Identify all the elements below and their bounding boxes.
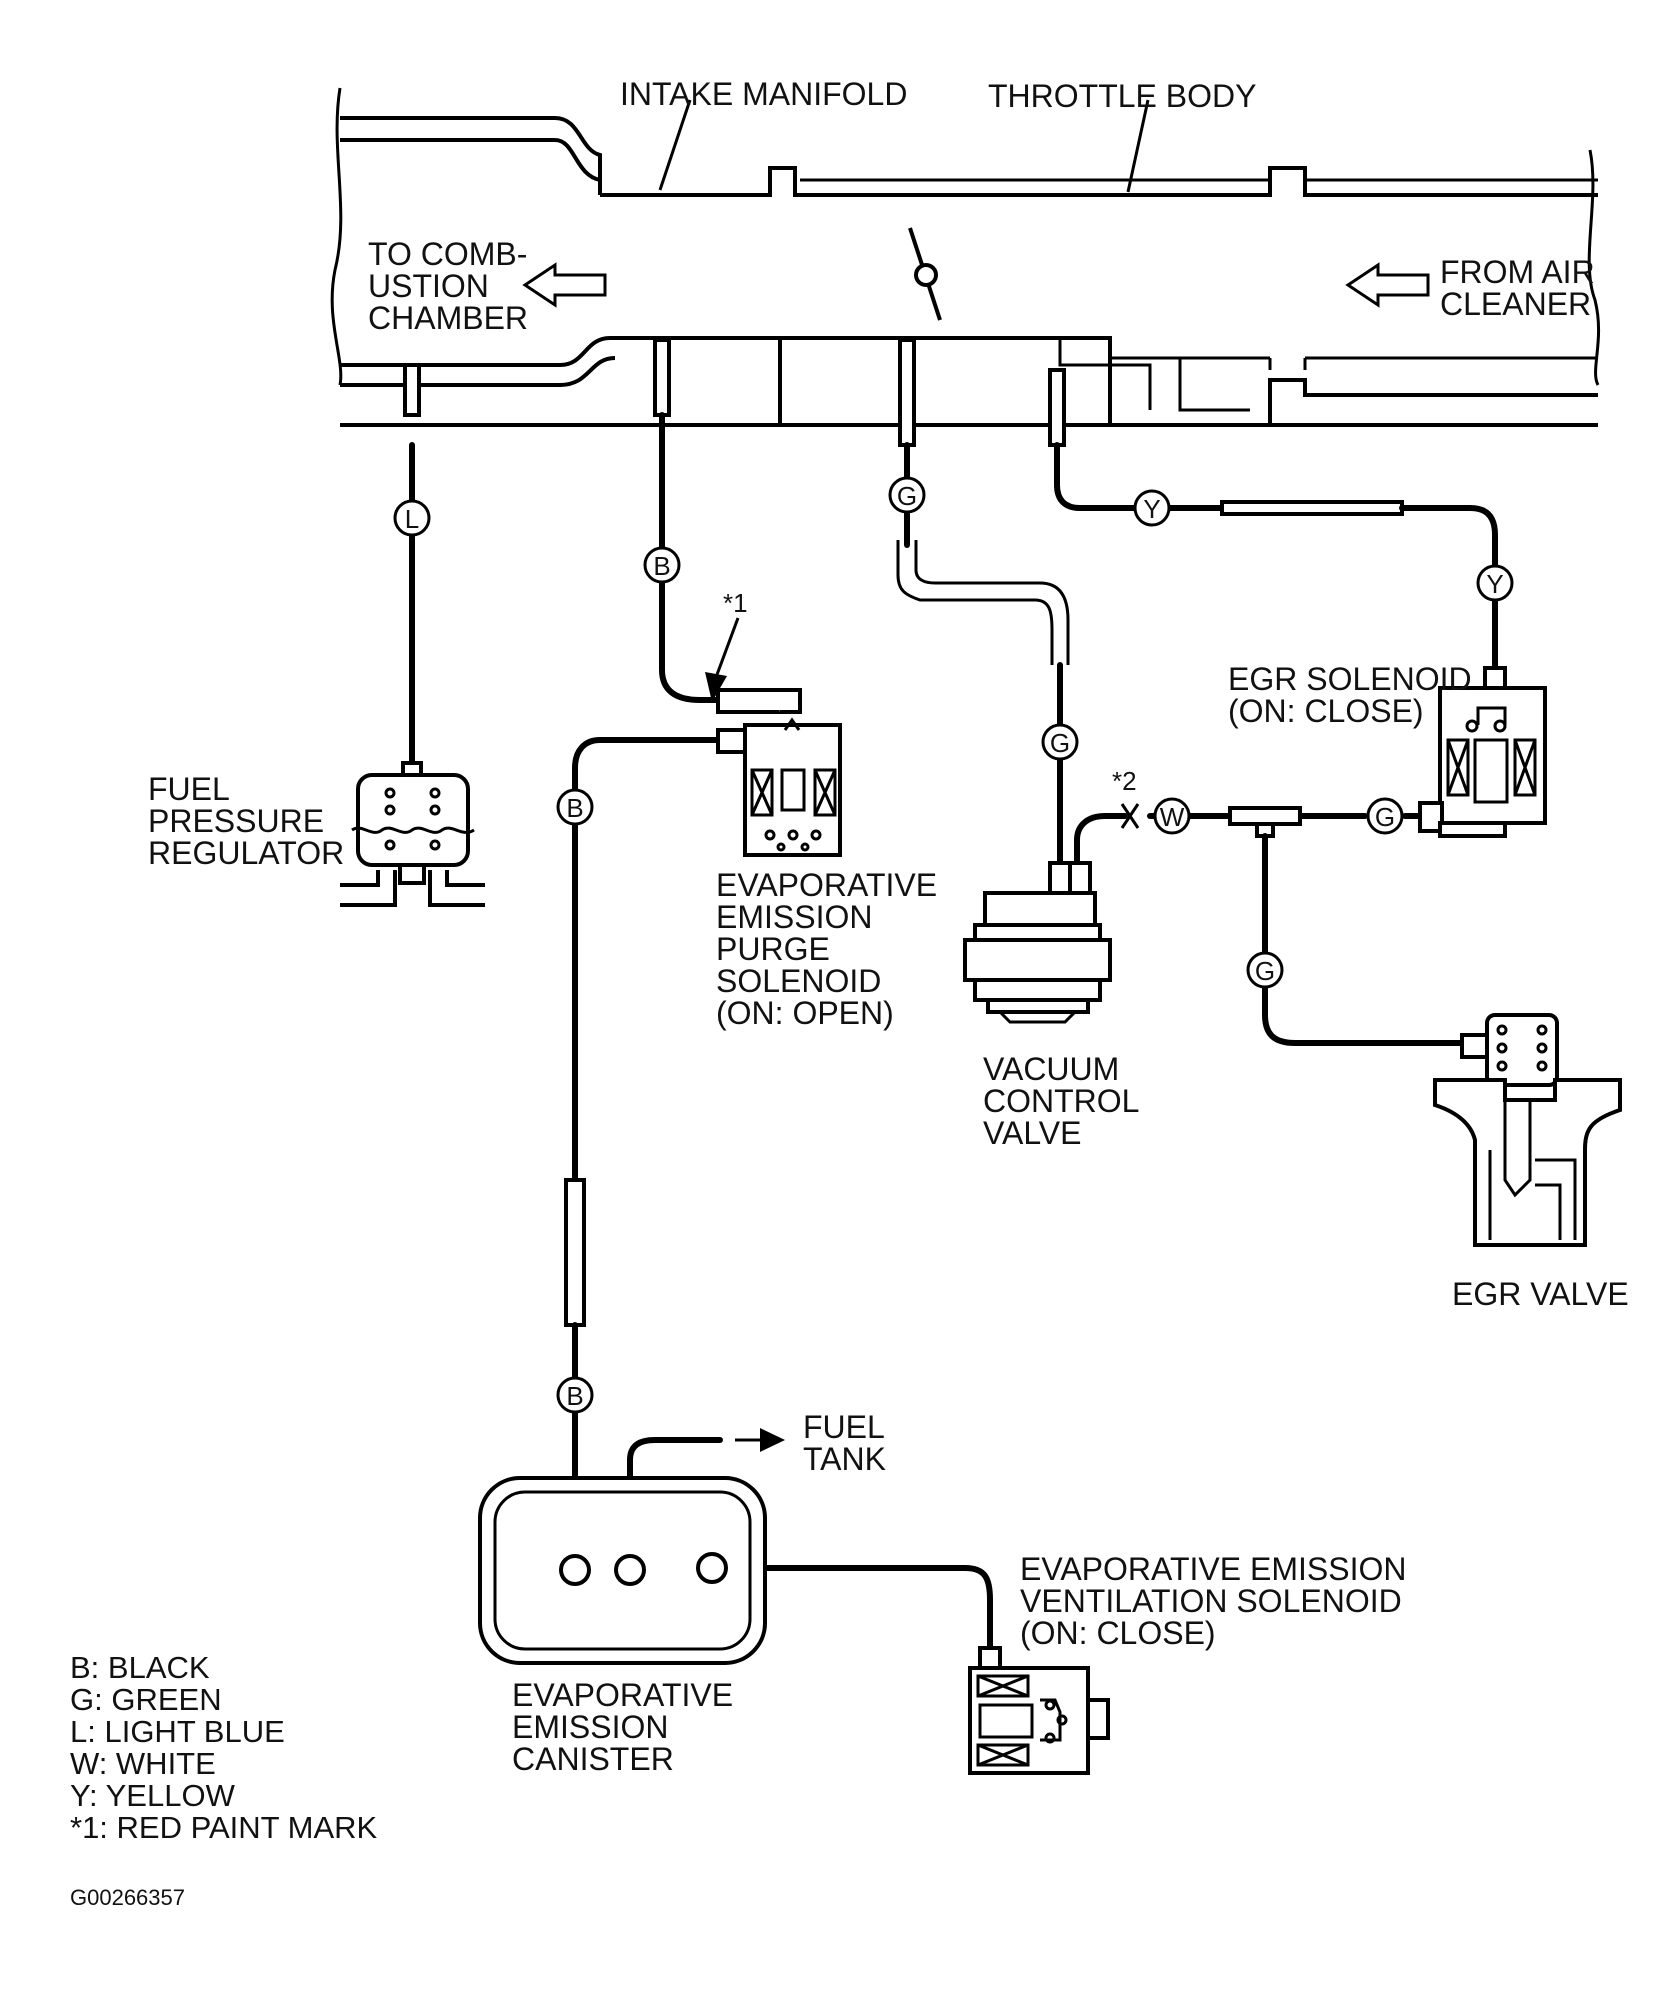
legend-item: B: BLACK [70,1650,210,1685]
fuel-pressure-regulator-label-3: REGULATOR [148,835,344,871]
hose-tag-b-canister-lower: B [556,1376,594,1414]
svg-text:L: L [405,504,419,534]
svg-text:W: W [1160,802,1185,832]
svg-text:B: B [653,551,670,581]
hose-tag-g-egr-valve: G [1246,951,1284,989]
egr-solenoid-label-2: (ON: CLOSE) [1228,693,1424,729]
hose-tag-y-intake: Y [1133,489,1171,527]
legend-item: G: GREEN [70,1682,222,1717]
vacuum-control-valve-label: VACUUM [983,1051,1119,1087]
ventilation-solenoid-label: EVAPORATIVE EMISSION [1020,1551,1406,1587]
hose-tag-b-intake: B [643,546,681,584]
hose-tag-w: W [1153,797,1191,835]
hose-tag-y-egr-solenoid: Y [1476,564,1514,602]
svg-text:Y: Y [1486,569,1503,599]
legend-item: *1: RED PAINT MARK [70,1810,378,1845]
figure-id: G00266357 [70,1885,185,1910]
legend-item: L: LIGHT BLUE [70,1714,285,1749]
legend-item: W: WHITE [70,1746,216,1781]
canister-label: EVAPORATIVE [512,1677,733,1713]
svg-text:G: G [1255,956,1275,986]
ventilation-solenoid [968,1646,1110,1775]
vacuum-ports [403,338,1066,447]
svg-text:G: G [1375,802,1395,832]
to-combustion-label-2: USTION [368,268,489,304]
hoses [409,412,1498,1653]
hose-tag-b-canister-upper: B [556,788,594,826]
vacuum-control-valve-label-3: VALVE [983,1115,1081,1151]
egr-valve [1433,1013,1622,1247]
egr-valve-label: EGR VALVE [1452,1276,1629,1312]
purge-solenoid-label-2: EMISSION [716,899,872,935]
from-air-cleaner-label: FROM AIR [1440,254,1595,290]
hose-tag-g-egr-solenoid: G [1366,797,1404,835]
evaporative-emission-canister [478,1476,767,1665]
purge-solenoid-label-3: PURGE [716,931,830,967]
hose-tag-g-vcv: G [1041,723,1079,761]
egr-solenoid-label: EGR SOLENOID [1228,661,1472,697]
color-legend: B: BLACK G: GREEN L: LIGHT BLUE W: WHITE… [70,1650,378,1845]
egr-solenoid [1418,666,1547,838]
purge-solenoid-label-5: (ON: OPEN) [716,995,894,1031]
intake-pipe [330,87,1601,427]
from-air-cleaner-label-2: CLEANER [1440,286,1591,322]
svg-text:B: B [566,1381,583,1411]
purge-solenoid-label-4: SOLENOID [716,963,881,999]
svg-text:G: G [1050,728,1070,758]
note-1-label: *1 [723,588,748,618]
purge-solenoid [716,688,842,857]
ventilation-solenoid-label-3: (ON: CLOSE) [1020,1615,1216,1651]
throttle-body-label: THROTTLE BODY [988,78,1256,114]
canister-label-3: CANISTER [512,1741,674,1777]
note-2-label: *2 [1112,766,1137,796]
fuel-pressure-regulator-label-2: PRESSURE [148,803,324,839]
vacuum-control-valve [963,861,1112,1024]
component-labels: INTAKE MANIFOLD THROTTLE BODY TO COMB- U… [148,76,1629,1777]
ventilation-solenoid-label-2: VENTILATION SOLENOID [1020,1583,1402,1619]
svg-text:B: B [566,793,583,823]
fuel-tank-label: FUEL [803,1409,885,1445]
fuel-tank-label-2: TANK [803,1441,886,1477]
to-combustion-label: TO COMB- [368,236,527,272]
svg-text:G: G [897,481,917,511]
svg-text:Y: Y [1143,494,1160,524]
purge-solenoid-label: EVAPORATIVE [716,867,937,903]
to-combustion-label-3: CHAMBER [368,300,528,336]
hose-tags: L B B B G G G G Y Y W [393,476,1514,1414]
hose-tag-l: L [393,499,431,537]
legend-item: Y: YELLOW [70,1778,236,1813]
canister-label-2: EMISSION [512,1709,668,1745]
vacuum-control-valve-label-2: CONTROL [983,1083,1139,1119]
intake-manifold-label: INTAKE MANIFOLD [620,76,907,112]
hose-tag-g-intake: G [888,476,926,514]
fuel-pressure-regulator-label: FUEL [148,771,230,807]
fuel-pressure-regulator [340,761,485,907]
